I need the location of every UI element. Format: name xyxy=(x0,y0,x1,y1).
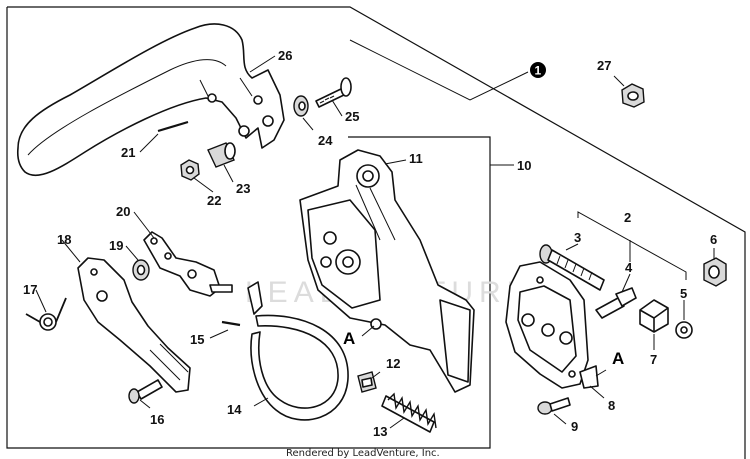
callout-18: 18 xyxy=(57,232,71,247)
callout-12: 12 xyxy=(386,356,400,371)
leader-lines xyxy=(35,39,715,429)
callout-16: 16 xyxy=(150,412,164,427)
adjuster-gear xyxy=(675,321,693,339)
nut-27 xyxy=(621,83,645,108)
compression-spring xyxy=(381,392,437,433)
callout-2: 2 xyxy=(624,210,631,225)
assembly-frame xyxy=(6,6,746,459)
callout-25: 25 xyxy=(345,109,359,124)
screw-16 xyxy=(128,379,163,404)
callout-21: 21 xyxy=(121,145,135,160)
callout-17: 17 xyxy=(23,282,37,297)
callout-8: 8 xyxy=(608,398,615,413)
collar-19 xyxy=(132,259,150,281)
reference-mark-a-right: A xyxy=(612,349,624,368)
callout-24: 24 xyxy=(318,133,333,148)
nut-22 xyxy=(180,159,200,181)
callout-26: 26 xyxy=(278,48,292,63)
group-2-bracket xyxy=(577,211,687,280)
assembly-bubble xyxy=(530,62,546,78)
adjuster-pin xyxy=(595,287,637,319)
tension-block xyxy=(639,299,669,333)
callout-7: 7 xyxy=(650,352,657,367)
callout-27: 27 xyxy=(597,58,611,73)
pin-15 xyxy=(221,320,241,327)
brake-arm xyxy=(77,257,191,393)
brake-lever xyxy=(143,231,233,297)
callout-19: 19 xyxy=(109,238,123,253)
callout-23: 23 xyxy=(236,181,250,196)
gear-nut-6 xyxy=(703,257,727,287)
callout-6: 6 xyxy=(710,232,717,247)
screw-9 xyxy=(537,397,571,415)
callout-11: 11 xyxy=(409,151,423,166)
brake-band xyxy=(247,281,349,421)
torsion-spring xyxy=(25,297,67,331)
brake-case xyxy=(299,149,475,393)
callout-13: 13 xyxy=(373,424,387,439)
callout-9: 9 xyxy=(571,419,578,434)
callout-10: 10 xyxy=(517,158,531,173)
callout-14: 14 xyxy=(227,402,242,417)
callout-3: 3 xyxy=(574,230,581,245)
washer-24 xyxy=(293,95,309,117)
callout-20: 20 xyxy=(116,204,130,219)
callout-4: 4 xyxy=(625,260,633,275)
hand-guard xyxy=(16,23,285,177)
credit-text: Rendered by LeadVenture, Inc. xyxy=(286,448,440,459)
guard-pin xyxy=(157,120,189,133)
callout-15: 15 xyxy=(190,332,204,347)
side-cover-plate xyxy=(505,261,599,389)
tensioner-bolt xyxy=(539,244,605,291)
callout-5: 5 xyxy=(680,286,687,301)
assembly-number: 1 xyxy=(535,64,542,78)
bolt-25 xyxy=(315,77,352,108)
clip-12 xyxy=(357,371,377,393)
callout-22: 22 xyxy=(207,193,221,208)
bushing-23 xyxy=(207,142,236,168)
reference-mark-a-left: A xyxy=(343,329,355,348)
